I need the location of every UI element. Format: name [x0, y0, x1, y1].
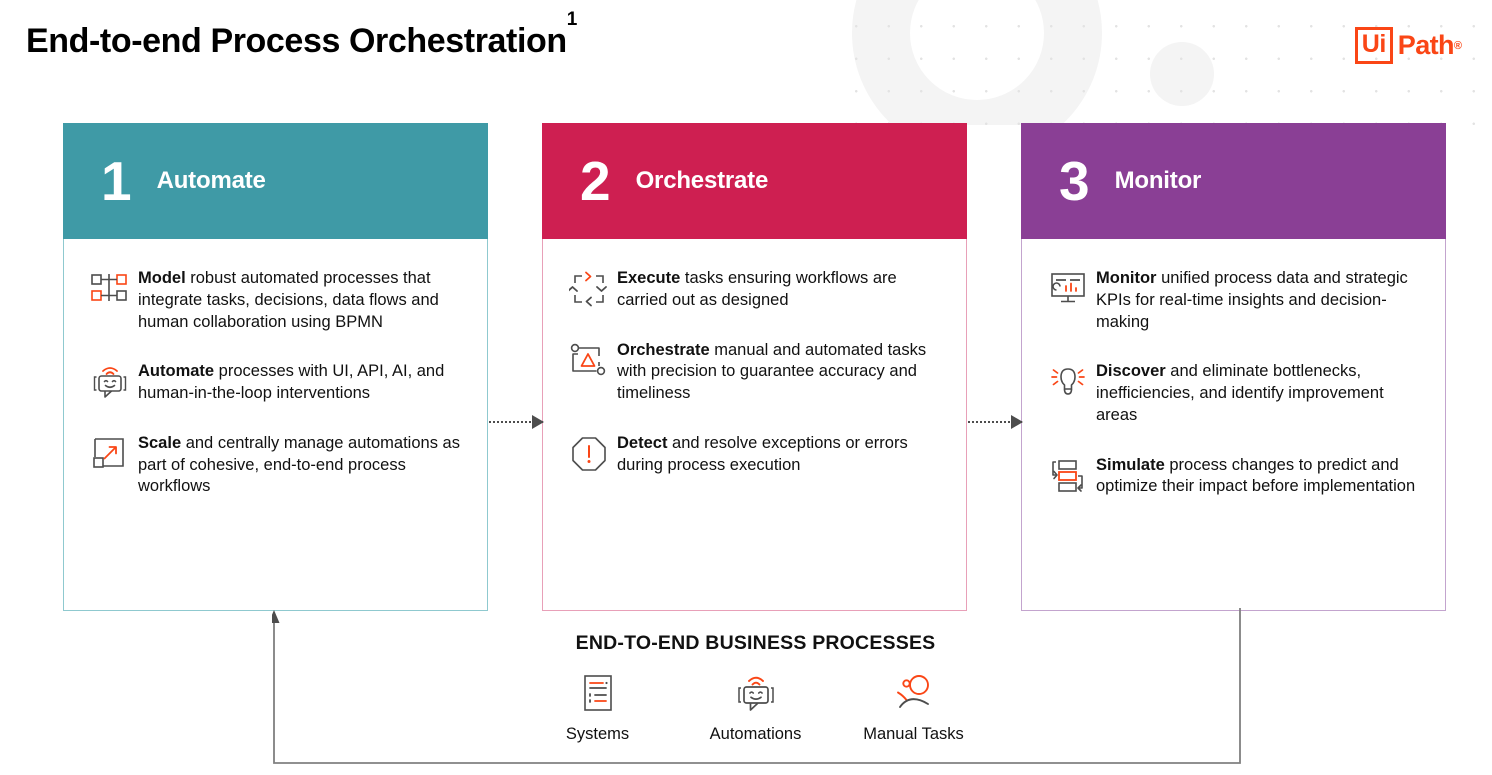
- stage-column-automate[interactable]: 1 Automate Model robust automated proces…: [63, 123, 488, 611]
- connector-arrow-orchestrate-to-monitor: [968, 415, 1023, 429]
- feature-item: Monitor unified process data and strateg…: [1040, 267, 1423, 333]
- column-body-orchestrate: Execute tasks ensuring workflows are car…: [542, 239, 967, 611]
- feature-text: Scale and centrally manage automations a…: [138, 432, 465, 498]
- feature-item: Orchestrate manual and automated tasks w…: [561, 339, 944, 405]
- decorative-circle: [1150, 42, 1214, 106]
- column-number: 2: [580, 149, 611, 212]
- stage-column-monitor[interactable]: 3 Monitor Monitor unified process data a…: [1021, 123, 1446, 611]
- feature-body: tasks ensuring workflows are carried out…: [617, 269, 897, 309]
- feature-lead: Discover: [1096, 362, 1166, 381]
- arrow-head-icon: [1011, 415, 1023, 429]
- bottom-section-title: END-TO-END BUSINESS PROCESSES: [575, 632, 936, 654]
- orchestrate-nodes-icon: [561, 339, 617, 378]
- bottom-item-systems[interactable]: Systems: [545, 669, 651, 744]
- logo-path-word: Path: [1397, 30, 1455, 60]
- feature-lead: Simulate: [1096, 455, 1165, 474]
- feature-body: process changes to predict and optimize …: [1096, 455, 1416, 496]
- simulate-stack-icon: [1040, 454, 1096, 495]
- page-title-text: End-to-end Process Orchestration: [26, 22, 567, 60]
- feature-item: Model robust automated processes that in…: [82, 267, 465, 333]
- person-icon: [890, 669, 938, 719]
- feature-text: Monitor unified process data and strateg…: [1096, 267, 1423, 333]
- bottom-section: END-TO-END BUSINESS PROCESSES Systems: [543, 632, 968, 744]
- column-number: 3: [1059, 149, 1090, 212]
- feature-body: robust automated processes that integrat…: [138, 269, 439, 331]
- feature-body: manual and automated tasks with precisio…: [617, 340, 927, 403]
- page-title-footnote-marker: 1: [566, 9, 578, 31]
- column-body-monitor: Monitor unified process data and strateg…: [1021, 239, 1446, 611]
- feature-item: Automate processes with UI, API, AI, and…: [82, 360, 465, 405]
- connector-dashes: [968, 421, 1022, 423]
- column-title: Orchestrate: [635, 167, 769, 194]
- feature-lead: Detect: [617, 433, 668, 452]
- column-title: Automate: [156, 167, 266, 194]
- feature-body: processes with UI, API, AI, and human-in…: [138, 362, 445, 403]
- bpmn-diagram-icon: [82, 267, 138, 306]
- feature-item: Simulate process changes to predict and …: [1040, 454, 1423, 499]
- feature-body: unified process data and strategic KPIs …: [1096, 269, 1408, 331]
- bottom-item-manual-tasks[interactable]: Manual Tasks: [861, 669, 967, 744]
- feature-lead: Monitor: [1096, 269, 1157, 287]
- feature-text: Detect and resolve exceptions or errors …: [617, 432, 944, 477]
- connector-arrow-automate-to-orchestrate: [489, 415, 544, 429]
- bottom-item-label: Automations: [709, 725, 802, 743]
- column-header-orchestrate: 2 Orchestrate: [542, 123, 967, 239]
- feature-item: Scale and centrally manage automations a…: [82, 432, 465, 498]
- feature-lead: Scale: [138, 433, 182, 452]
- bottom-item-automations[interactable]: Automations: [703, 669, 809, 744]
- feature-lead: Model: [138, 269, 186, 287]
- column-header-automate: 1 Automate: [63, 123, 488, 239]
- connector-dashes: [489, 421, 543, 423]
- scale-arrow-icon: [82, 432, 138, 471]
- column-header-monitor: 3 Monitor: [1021, 123, 1446, 239]
- feature-lead: Execute: [617, 269, 681, 287]
- lightbulb-icon: [1040, 360, 1096, 401]
- feature-text: Discover and eliminate bottlenecks, inef…: [1096, 360, 1423, 426]
- bottom-item-label: Manual Tasks: [863, 725, 964, 743]
- feature-body: and eliminate bottlenecks, inefficiencie…: [1096, 362, 1384, 424]
- feature-text: Orchestrate manual and automated tasks w…: [617, 339, 944, 405]
- monitor-dashboard-icon: [1040, 267, 1096, 306]
- feature-item: Discover and eliminate bottlenecks, inef…: [1040, 360, 1423, 426]
- alert-octagon-icon: [561, 432, 617, 473]
- bottom-item-label: Systems: [565, 725, 630, 743]
- robot-icon: [733, 669, 779, 719]
- feature-text: Automate processes with UI, API, AI, and…: [138, 360, 465, 405]
- page-title: End-to-end Process Orchestration1: [26, 9, 577, 61]
- column-number: 1: [101, 149, 132, 212]
- bottom-items-row: Systems Automations: [543, 669, 968, 744]
- feature-item: Execute tasks ensuring workflows are car…: [561, 267, 944, 312]
- document-list-icon: [578, 669, 618, 719]
- column-body-automate: Model robust automated processes that in…: [63, 239, 488, 611]
- robot-icon: [82, 360, 138, 401]
- logo-ui-mark: Ui: [1354, 27, 1393, 64]
- feature-body: and centrally manage automations as part…: [138, 433, 460, 496]
- feature-body: and resolve exceptions or errors during …: [617, 433, 908, 474]
- logo-registered-icon: ®: [1453, 39, 1462, 52]
- feature-item: Detect and resolve exceptions or errors …: [561, 432, 944, 477]
- stage-column-orchestrate[interactable]: 2 Orchestrate Execute ta: [542, 123, 967, 611]
- feature-text: Model robust automated processes that in…: [138, 267, 465, 333]
- feature-text: Simulate process changes to predict and …: [1096, 454, 1423, 499]
- column-title: Monitor: [1114, 167, 1202, 194]
- arrow-head-icon: [532, 415, 544, 429]
- decorative-ring: [852, 0, 1102, 125]
- uipath-logo: Ui Path ®: [1354, 27, 1462, 64]
- feature-text: Execute tasks ensuring workflows are car…: [617, 267, 944, 312]
- feature-lead: Orchestrate: [617, 340, 710, 359]
- feature-lead: Automate: [138, 362, 215, 381]
- execute-cycle-icon: [561, 267, 617, 308]
